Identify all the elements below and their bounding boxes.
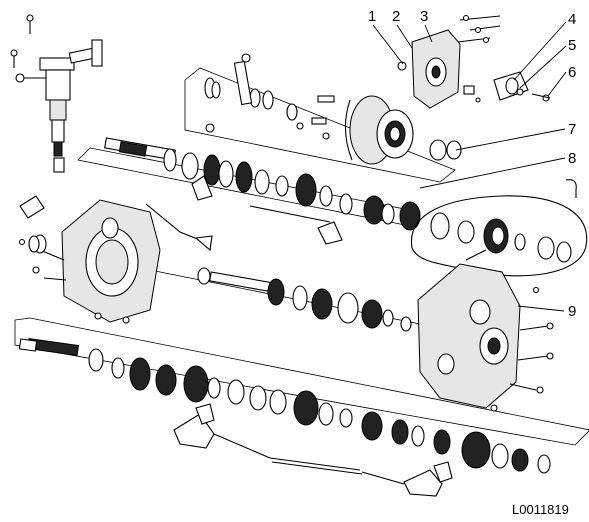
upper-shaft-assembly: [204, 53, 414, 165]
seal-ring-part: [429, 139, 462, 161]
callout-4: 4: [568, 11, 576, 28]
callout-labels: 1 2 3 4 5 6 7 8 9: [368, 8, 576, 320]
callout-8: 8: [568, 150, 576, 167]
transmission-housing: [417, 249, 554, 412]
callout-3: 3: [420, 8, 428, 25]
clutch-housing: [18, 195, 213, 324]
callout-leaders: [372, 21, 567, 312]
lower-shaft-assembly: [18, 338, 551, 497]
shift-selector-mechanism: [10, 14, 103, 173]
callout-1: 1: [368, 8, 376, 25]
countershaft-assembly: [197, 267, 412, 332]
rear-cover-assembly: [397, 14, 551, 109]
callout-7: 7: [568, 121, 576, 138]
callout-9: 9: [568, 303, 576, 320]
callout-5: 5: [568, 37, 576, 54]
main-shaft-assembly: [104, 137, 421, 245]
highlighted-bearing-group: [410, 179, 588, 277]
callout-2: 2: [392, 8, 400, 25]
callout-6: 6: [568, 64, 576, 81]
figure-code: L0011819: [512, 502, 569, 517]
